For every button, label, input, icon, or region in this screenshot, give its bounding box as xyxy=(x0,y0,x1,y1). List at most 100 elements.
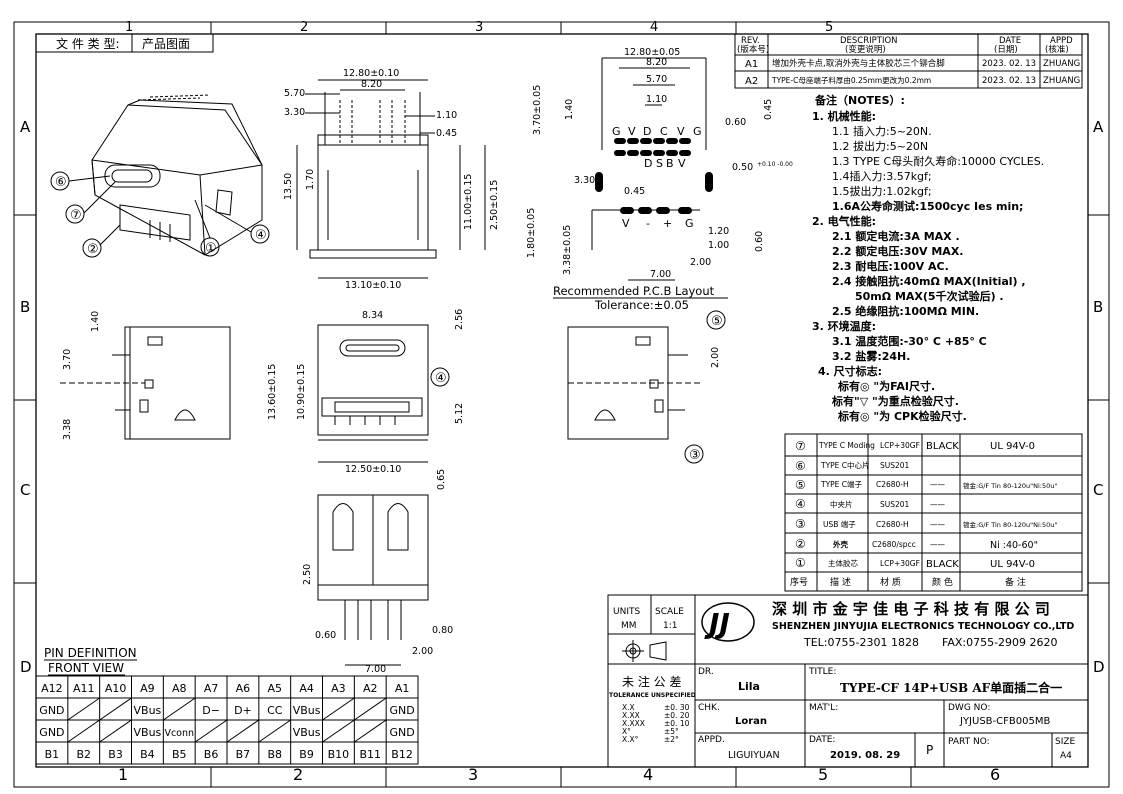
note-line-13: 50mΩ MAX(5千次试验后) . xyxy=(855,289,1004,303)
rev-header-en: REV. xyxy=(741,36,760,46)
bom-header-no: 序号 xyxy=(790,576,808,588)
chk-label: CHK. xyxy=(698,703,720,713)
pcb-pin-b: B xyxy=(666,157,674,170)
balloon-4: ④ xyxy=(255,228,267,243)
dim-pcb-h3: 1.80±0.05 xyxy=(526,208,537,258)
pin-empty-slash xyxy=(99,697,132,721)
pin-cell-bot-sig: Vconn xyxy=(164,728,194,739)
pin-cell-bot-ids: B12 xyxy=(391,748,413,761)
dwg-label: DWG NO: xyxy=(948,703,990,713)
rev-p: P xyxy=(926,743,933,757)
zone-ticks xyxy=(14,22,1109,787)
zone-columns-bottom: 1 2 3 4 5 6 xyxy=(118,765,1000,784)
rev-header-cn: (版本号) xyxy=(737,44,769,55)
zone-row-c-right: C xyxy=(1093,481,1103,499)
iso-view xyxy=(91,94,263,256)
zone-col-6-bottom: 6 xyxy=(990,765,1000,784)
bom-no-2: ② xyxy=(795,537,806,551)
note-line-14: 2.5 绝缘阻抗:100MΩ MIN. xyxy=(832,304,979,318)
doc-type-box: 文 件 类 型: 产品图面 xyxy=(35,33,214,53)
pin-cell-top-ids: A8 xyxy=(172,682,187,695)
tol-xx: X.X xyxy=(622,703,635,712)
date-label: DATE: xyxy=(809,735,835,745)
pin-cell-top-ids: A3 xyxy=(331,682,346,695)
pcb-title: Recommended P.C.B Layout xyxy=(553,284,715,298)
bom-name-3: USB 端子 xyxy=(823,519,856,529)
pin-empty-slash xyxy=(67,719,100,743)
units-value: MM xyxy=(621,621,637,631)
dim-top-h2: 1.70 xyxy=(305,169,316,190)
note-line-11: 2.3 耐电压:100V AC. xyxy=(832,259,949,273)
company-logo: JJ xyxy=(701,602,755,642)
balloon-7: ⑦ xyxy=(70,208,82,223)
tol-xxxx: X.XXX xyxy=(622,719,645,728)
dim-pcb-w1: 12.80±0.05 xyxy=(624,47,680,58)
pcb-pin-g1: G xyxy=(612,125,621,138)
dim-front-h2: 13.60±0.15 xyxy=(267,364,278,420)
pin-cell-top-sig: GND xyxy=(39,704,64,717)
pin-cell-top-ids: A7 xyxy=(204,682,219,695)
zone-col-5-bottom: 5 xyxy=(818,765,828,784)
bom-color-4: —— xyxy=(930,500,946,509)
balloon-3: ③ xyxy=(689,448,701,463)
date-value: 2019. 08. 29 xyxy=(830,750,900,761)
rev-a1-appd: ZHUANG xyxy=(1043,59,1080,69)
note-line-3: 1.2 拔出力:5~20N xyxy=(832,139,928,153)
bom-mat-4: SUS201 xyxy=(880,500,910,509)
size-value: A4 xyxy=(1060,751,1072,761)
zone-row-b: B xyxy=(20,298,30,316)
rev-a1-date: 2023. 02. 13 xyxy=(982,59,1036,69)
right-side-view xyxy=(567,326,700,440)
dim-top-w6: 0.45 xyxy=(436,128,457,139)
pin-cell-bot-sig: VBus xyxy=(134,726,162,739)
pin-empty-slash xyxy=(163,697,196,721)
tol-deg: X° xyxy=(622,727,631,736)
left-side-view xyxy=(60,326,231,440)
note-line-10: 2.2 额定电压:30V MAX. xyxy=(832,244,963,258)
bom-note-1: UL 94V-0 xyxy=(990,559,1035,570)
partno-label: PART NO: xyxy=(948,737,990,747)
pcb-pin-minus: - xyxy=(646,217,650,230)
pin-cell-bot-sig: GND xyxy=(389,726,414,739)
pin-cell-top-ids: A1 xyxy=(395,682,410,695)
note-line-18: 4. 尺寸标志: xyxy=(818,364,882,378)
dim-rside-h1: 2.00 xyxy=(710,347,721,368)
tol-xxx: X.XX xyxy=(622,711,640,720)
date-header-cn: (日期) xyxy=(994,45,1018,55)
dim-bot-w2: 0.80 xyxy=(432,625,453,636)
doc-type-value: 产品图面 xyxy=(142,37,190,51)
bom-header-name: 描 述 xyxy=(830,576,851,588)
dim-top-w2: 8.20 xyxy=(361,79,382,90)
pin-cell-top-sig: VBus xyxy=(134,704,162,717)
units-label: UNITS xyxy=(613,607,640,617)
tol-deg2-val: ±2° xyxy=(664,735,679,744)
note-line-9: 2.1 额定电流:3A MAX . xyxy=(832,229,960,243)
note-line-5: 1.4插入力:3.57kgf; xyxy=(832,169,932,183)
bom-no-1: ① xyxy=(795,556,806,570)
dim-front-w1: 8.34 xyxy=(362,310,383,321)
pcb-tolerance: Tolerance:±0.05 xyxy=(594,298,689,312)
pcb-pin-s: S xyxy=(656,157,663,170)
bom-header-note: 备 注 xyxy=(1005,576,1026,588)
company-fax: FAX:0755-2909 2620 xyxy=(942,636,1058,649)
rev-a2-date: 2023. 02. 13 xyxy=(982,76,1036,86)
note-line-17: 3.2 盐雾:24H. xyxy=(832,349,910,363)
dim-pcb-w4: 1.10 xyxy=(646,94,667,105)
notes-block: 备注（NOTES）: 1. 机械性能: 1.1 插入力:5~20N. 1.2 拔… xyxy=(812,93,1044,423)
dim-top-w3: 5.70 xyxy=(284,88,305,99)
pin-cell-bot-ids: B6 xyxy=(204,748,219,761)
dim-front-h1: 2.56 xyxy=(454,309,465,330)
bom-header-mat: 材 质 xyxy=(880,576,901,588)
size-label: SIZE xyxy=(1055,737,1076,747)
pin-cell-bot-sig: GND xyxy=(39,726,64,739)
pin-cell-top-ids: A12 xyxy=(41,682,63,695)
pcb-pin-v2: V xyxy=(677,125,685,138)
bom-no-7: ⑦ xyxy=(795,439,806,453)
matl-label: MAT'L: xyxy=(809,703,838,713)
bom-no-5: ⑤ xyxy=(795,478,806,492)
pin-empty-slash xyxy=(194,719,228,743)
dim-front-h3: 10.90±0.15 xyxy=(296,364,307,420)
zone-row-b-right: B xyxy=(1093,298,1103,316)
pin-def-title: PIN DEFINITION xyxy=(44,646,137,660)
